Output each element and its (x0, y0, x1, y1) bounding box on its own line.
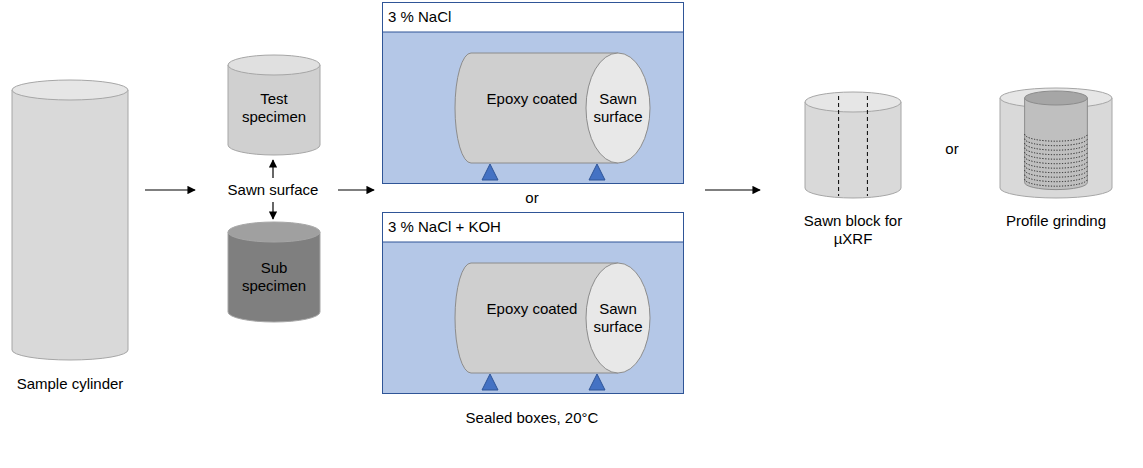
sub-specimen: Sub specimen (228, 222, 320, 322)
flow-arrow (338, 189, 374, 190)
or-label: or (502, 189, 562, 207)
node-label: Sawn surface (588, 300, 648, 336)
node-label: Sub specimen (230, 259, 318, 295)
node-label: Sample cylinder (0, 375, 150, 393)
epoxy-specimen: Epoxy coatedSawn surface (455, 262, 650, 374)
profile-grinding: Profile grinding (1000, 88, 1112, 198)
or-label: or (930, 140, 974, 158)
node-label: Test specimen (230, 90, 318, 126)
sample-cylinder-outline (12, 80, 128, 360)
solution-box: 3 % NaClEpoxy coatedSawn surface (382, 2, 684, 184)
sawn-block-outline (805, 92, 901, 198)
node-label: Epoxy coated (477, 300, 587, 318)
node-label: Epoxy coated (477, 90, 587, 108)
condition-note: Sealed boxes, 20°C (402, 409, 662, 427)
solution-box: 3 % NaCl + KOH Epoxy coatedSawn surface (382, 212, 684, 394)
node-label: 3 % NaCl + KOH (388, 218, 668, 236)
test-specimen: Test specimen (228, 55, 320, 155)
sample-cylinder: Sample cylinder (12, 80, 128, 360)
flow-arrow (145, 189, 195, 190)
surface-label: Sawn surface (213, 181, 333, 199)
sawn-block: Sawn block for µXRF (805, 92, 901, 198)
node-label: Sawn block for µXRF (783, 212, 923, 248)
node-label: Profile grinding (986, 212, 1126, 230)
flow-arrow (705, 189, 760, 190)
epoxy-specimen: Epoxy coatedSawn surface (455, 52, 650, 164)
split-arrow (272, 160, 273, 178)
node-label: Sawn surface (588, 90, 648, 126)
profile-grinding-outline (1000, 88, 1112, 198)
split-arrow (272, 202, 273, 219)
node-label: 3 % NaCl (388, 8, 668, 26)
